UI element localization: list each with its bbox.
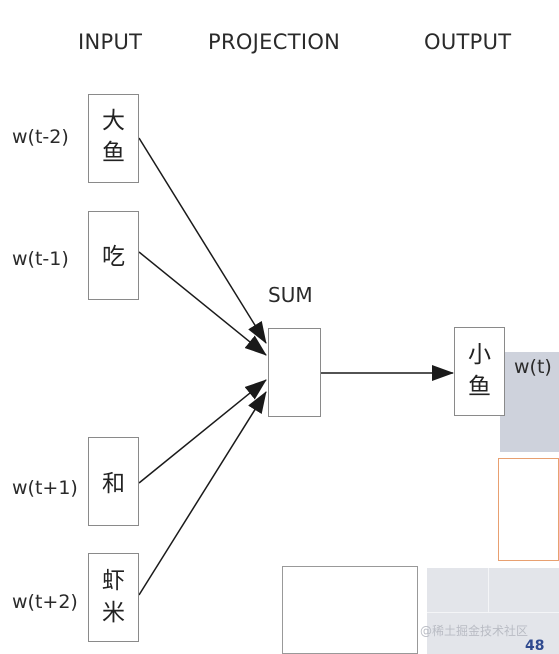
input-char: 吃	[102, 244, 125, 270]
output-box: 小 鱼	[454, 327, 505, 416]
arrow-input-4	[138, 391, 267, 596]
projection-column-header: PROJECTION	[208, 30, 341, 54]
output-char: 小	[468, 342, 491, 368]
input-label-t-minus-1: w(t-1)	[12, 248, 69, 270]
gray-panel	[500, 352, 559, 452]
input-box-t-minus-1: 吃	[88, 211, 139, 300]
light-panel	[427, 568, 559, 654]
orange-outline-box	[498, 458, 559, 561]
input-char: 米	[102, 600, 125, 626]
input-box-t-plus-2: 虾 米	[88, 553, 139, 642]
input-column-header: INPUT	[78, 30, 143, 54]
input-char: 大	[102, 108, 125, 134]
watermark-text: @稀土掘金技术社区	[420, 624, 529, 638]
output-char: 鱼	[468, 374, 491, 400]
input-box-t-plus-1: 和	[88, 437, 139, 526]
input-label-t-plus-1: w(t+1)	[12, 477, 78, 499]
input-char: 虾	[102, 568, 125, 594]
input-char: 鱼	[102, 140, 125, 166]
light-panel-divider	[488, 568, 489, 612]
input-label-t-plus-2: w(t+2)	[12, 591, 78, 613]
arrow-input-2	[138, 251, 267, 356]
output-label: w(t)	[514, 356, 552, 378]
sum-label: SUM	[268, 283, 313, 307]
output-column-header: OUTPUT	[424, 30, 512, 54]
page-number: 48	[525, 638, 545, 654]
light-panel-divider-h	[427, 612, 559, 613]
input-label-t-minus-2: w(t-2)	[12, 126, 69, 148]
arrow-input-1	[138, 137, 267, 344]
input-box-t-minus-2: 大 鱼	[88, 94, 139, 183]
arrow-input-3	[138, 379, 267, 484]
sum-box	[268, 328, 321, 417]
input-char: 和	[102, 471, 125, 497]
